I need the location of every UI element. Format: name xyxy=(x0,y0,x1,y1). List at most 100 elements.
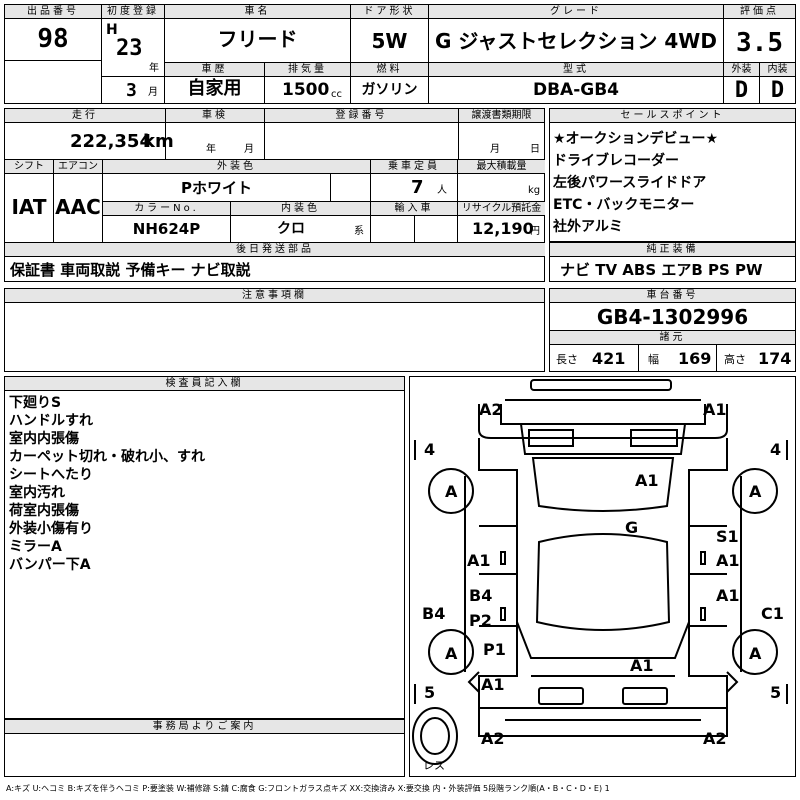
inspector-block xyxy=(4,376,405,719)
displacement-label: 排気量 xyxy=(265,63,350,77)
first-reg-label: 初度登録 xyxy=(102,5,164,19)
mark-tire-rl: A xyxy=(445,482,458,501)
car-name-label: 車名 xyxy=(165,5,350,19)
mark-roof: A1 xyxy=(635,471,659,490)
sales-point-3: 左後パワースライドドア xyxy=(553,175,707,191)
mark-tread-rr: 4 xyxy=(770,440,782,459)
transfer-day-unit: 日 xyxy=(530,144,540,155)
grade-label: グレード xyxy=(429,5,723,19)
color-no-label: カラーNo. xyxy=(103,202,230,216)
color-no-value: NH624P xyxy=(132,220,201,238)
reg-year: 23 xyxy=(116,36,143,61)
specs-label: 諸元 xyxy=(550,331,795,345)
int-value: D xyxy=(770,78,785,103)
month-unit: 月 xyxy=(148,87,158,98)
door-label: ドア形状 xyxy=(351,5,428,19)
capacity-value: 7 xyxy=(411,177,424,198)
capacity-label: 乗車定員 xyxy=(371,160,457,174)
year-unit: 年 xyxy=(149,63,159,74)
interior-color-value: クロ xyxy=(277,221,305,237)
inspector-line: 外装小傷有り xyxy=(9,521,93,537)
equipment-block xyxy=(549,242,796,282)
era: H xyxy=(106,22,118,38)
length-label: 長さ xyxy=(556,353,578,366)
inspector-line: 室内内張傷 xyxy=(9,431,79,447)
ext-label: 外装 xyxy=(724,63,759,76)
mark-front-l: A1 xyxy=(481,675,505,694)
inspector-line: 下廻りS xyxy=(9,395,62,411)
mark-glass: G xyxy=(625,518,639,537)
chassis-value: GB4-1302996 xyxy=(596,305,749,329)
mark-rr-door: S1 xyxy=(716,527,739,546)
mark-front-bumper-r: A2 xyxy=(703,729,727,748)
transfer-month-unit: 月 xyxy=(490,144,500,155)
interior-color-suffix: 系 xyxy=(354,226,364,237)
car-name: フリード xyxy=(217,27,298,51)
model-value: DBA-GB4 xyxy=(532,80,620,100)
office-block xyxy=(4,719,405,777)
inspection-year-unit: 年 xyxy=(206,144,216,155)
sales-points-label: セールスポイント xyxy=(550,109,795,123)
mileage-unit: km xyxy=(143,131,174,152)
ac-label: エアコン xyxy=(54,160,102,174)
displacement-unit: cc xyxy=(331,89,342,100)
load-label: 最大積載量 xyxy=(458,160,545,174)
color-value: Pホワイト xyxy=(181,179,252,197)
shift-label: シフト xyxy=(5,160,53,174)
mileage-label: 走行 xyxy=(5,109,165,123)
shift-value: IAT xyxy=(11,195,47,219)
color-label: 外装色 xyxy=(103,160,370,174)
inspector-line: カーペット切れ・破れ小、すれ xyxy=(9,449,205,465)
width-value: 169 xyxy=(678,349,712,368)
capacity-unit: 人 xyxy=(437,185,447,196)
mark-rear-right: A1 xyxy=(703,400,727,419)
mark-tire-fl: A xyxy=(445,644,458,663)
sales-points-block xyxy=(549,108,796,242)
import-label: 輸入車 xyxy=(371,202,457,216)
lot-value: 98 xyxy=(37,24,69,54)
car-outline-diagram xyxy=(412,379,788,765)
mark-tire-rr: A xyxy=(749,482,762,501)
reg-number-label: 登録番号 xyxy=(265,109,458,123)
inspector-label: 検査員記入欄 xyxy=(5,377,404,391)
inspector-line: シートへたり xyxy=(9,467,93,483)
transfer-label: 譲渡書類期限 xyxy=(459,109,544,123)
damage-diagram-block xyxy=(409,376,796,777)
length-value: 421 xyxy=(592,349,626,368)
later-value: 保証書 車両取説 予備キー ナビ取説 xyxy=(10,261,251,279)
history-value: 自家用 xyxy=(187,78,242,99)
inspector-line: ミラーA xyxy=(9,539,62,555)
height-value: 174 xyxy=(758,349,792,368)
legend: A:キズ U:ヘコミ B:キズを伴うヘコミ P:要塗装 W:補修跡 S:錆 C:… xyxy=(6,784,610,793)
mark-front-fender-l: P1 xyxy=(483,640,506,659)
recycle-unit: 円 xyxy=(530,226,540,237)
score-value: 3.5 xyxy=(736,28,783,58)
mark-front-bumper-l: A2 xyxy=(481,729,505,748)
office-label: 事務局よりご案内 xyxy=(5,720,404,734)
recycle-label: リサイクル預託金 xyxy=(458,202,545,216)
ac-value: AAC xyxy=(55,195,101,219)
info-block xyxy=(4,108,545,282)
inspection-month-unit: 月 xyxy=(244,144,254,155)
displacement-value: 1500 xyxy=(282,80,330,100)
mark-tread-fr: 5 xyxy=(770,683,782,702)
mark-rr-door2: A1 xyxy=(716,551,740,570)
int-label: 内装 xyxy=(760,63,795,76)
fuel-label: 燃料 xyxy=(351,63,428,77)
inspector-line: 荷室内張傷 xyxy=(9,503,79,519)
mark-rear-left: A2 xyxy=(479,400,503,419)
spare-tire-label: レス xyxy=(423,759,445,772)
width-label: 幅 xyxy=(648,353,659,366)
height-label: 高さ xyxy=(724,353,746,366)
inspector-line: バンパー下A xyxy=(9,557,91,573)
mark-bonnet: A1 xyxy=(630,656,654,675)
mark-fr-door: A1 xyxy=(716,586,740,605)
model-label: 型式 xyxy=(429,63,723,77)
caution-block xyxy=(4,288,545,372)
caution-label: 注意事項欄 xyxy=(5,289,544,303)
door-value: 5W xyxy=(371,29,408,53)
mark-fl-door: B4 xyxy=(469,586,493,605)
inspection-label: 車検 xyxy=(166,109,264,123)
mark-fl-door2: P2 xyxy=(469,611,492,630)
mark-tread-fl: 5 xyxy=(424,683,436,702)
